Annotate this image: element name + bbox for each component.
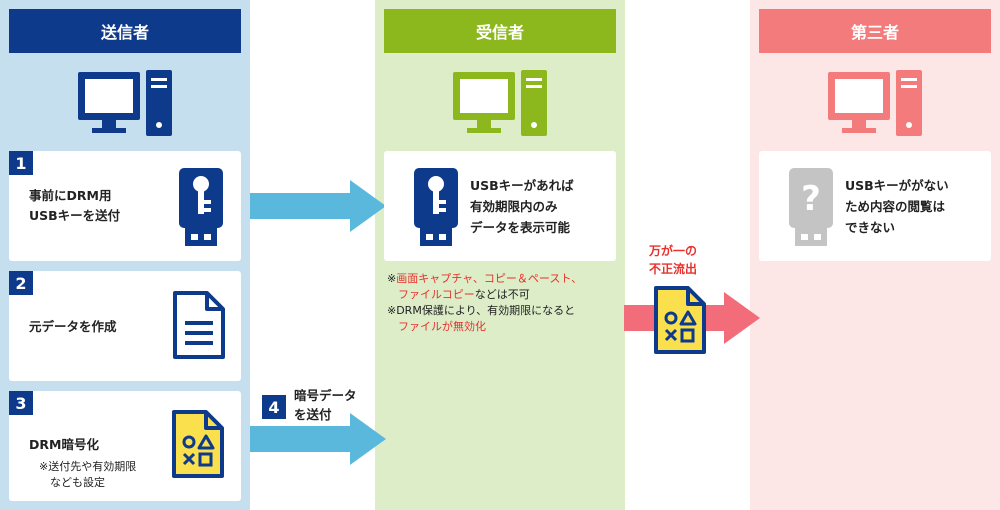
svg-text:?: ?: [801, 179, 821, 219]
receiver-computer-icon: [453, 70, 547, 136]
encrypted-file-icon: [172, 410, 224, 478]
step2-text: 元データを作成: [29, 319, 117, 334]
step2-number: 2: [9, 271, 33, 295]
third-party-card-line2: ため内容の閲覧は: [845, 199, 946, 214]
step3-note: ※送付先や有効期限 なども設定: [39, 459, 136, 491]
sender-header: 送信者: [9, 9, 241, 53]
third-party-card: ? USBキーががない ため内容の閲覧は できない: [759, 151, 991, 261]
step3-note-line2: なども設定: [50, 476, 105, 489]
arrow-send-encrypted-data: [250, 413, 386, 465]
receiver-card-line2: 有効期限内のみ: [470, 199, 558, 214]
usb-key-icon: [179, 168, 223, 246]
third-party-computer-icon: [828, 70, 922, 136]
step4-line1: 暗号データ: [294, 388, 357, 403]
step1-line1: 事前にDRM用: [29, 188, 112, 203]
receiver-note-line4: ファイルが無効化: [398, 320, 486, 333]
arrow-send-usb-key: [250, 180, 386, 232]
document-icon: [173, 291, 225, 359]
step4-text: 暗号データ を送付: [294, 386, 357, 424]
step1-line2: USBキーを送付: [29, 208, 121, 223]
receiver-note-line2: ファイルコピーなどは不可: [398, 288, 530, 301]
receiver-card: USBキーがあれば 有効期限内のみ データを表示可能: [384, 151, 616, 261]
step3-text: DRM暗号化: [29, 437, 99, 452]
step3-card: 3 DRM暗号化 ※送付先や有効期限 なども設定: [9, 391, 241, 501]
step1-number: 1: [9, 151, 33, 175]
usb-key-icon: [414, 168, 458, 246]
third-party-card-line3: できない: [845, 220, 896, 235]
receiver-card-text: USBキーがあれば 有効期限内のみ データを表示可能: [470, 175, 574, 238]
third-party-card-text: USBキーががない ため内容の閲覧は できない: [845, 175, 949, 238]
leak-label-line1: 万が一の: [648, 244, 697, 258]
step4-line2: を送付: [294, 407, 332, 422]
step4-number: 4: [262, 395, 286, 419]
sender-computer-icon: [78, 70, 172, 136]
step1-text: 事前にDRM用 USBキーを送付: [29, 186, 120, 226]
third-party-header: 第三者: [759, 9, 991, 53]
receiver-note-line1: ※画面キャプチャ、コピー＆ペースト、: [387, 272, 583, 285]
step3-number: 3: [9, 391, 33, 415]
missing-usb-key-icon: ?: [789, 168, 833, 246]
receiver-card-line3: データを表示可能: [470, 220, 571, 235]
leak-label: 万が一の 不正流出: [640, 242, 706, 278]
leaked-encrypted-file-icon: [654, 286, 706, 354]
receiver-notes: ※画面キャプチャ、コピー＆ペースト、 ファイルコピーなどは不可 ※DRM保護によ…: [387, 271, 582, 335]
step3-note-line1: ※送付先や有効期限: [39, 460, 137, 473]
step2-card: 2 元データを作成: [9, 271, 241, 381]
third-party-card-line1: USBキーががない: [845, 178, 949, 193]
leak-label-line2: 不正流出: [648, 262, 697, 276]
receiver-card-line1: USBキーがあれば: [470, 178, 574, 193]
receiver-header: 受信者: [384, 9, 616, 53]
receiver-note-line3: ※DRM保護により、有効期限になると: [387, 304, 576, 317]
step1-card: 1 事前にDRM用 USBキーを送付: [9, 151, 241, 261]
